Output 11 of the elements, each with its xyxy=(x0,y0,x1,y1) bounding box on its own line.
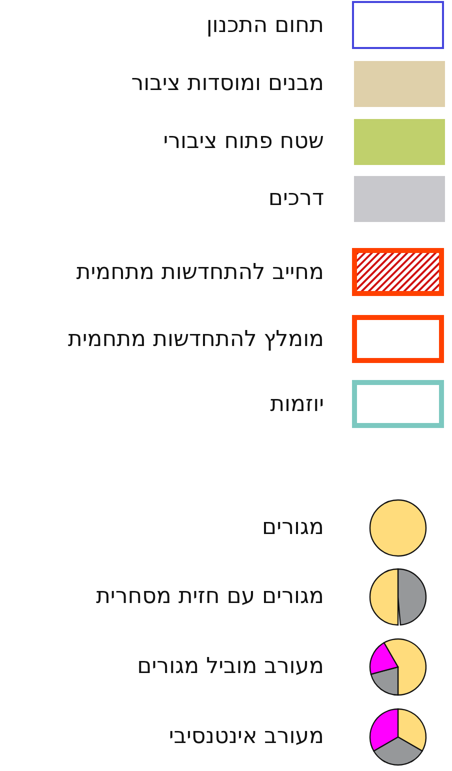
legend-label: מומלץ להתחדשות מתחמית xyxy=(68,326,324,354)
legend-label: מבנים ומוסדות ציבור xyxy=(131,70,324,98)
legend-label: תחום התכנון xyxy=(206,12,324,40)
legend-label: מעורב אינטנסיבי xyxy=(168,723,324,751)
legend-label: שטח פתוח ציבורי xyxy=(163,128,324,156)
legend-label: מגורים xyxy=(262,514,324,542)
legend-label: יוזמות xyxy=(270,391,324,419)
legend-label: מעורב מוביל מגורים xyxy=(137,653,324,681)
legend-label: מגורים עם חזית מסחרית xyxy=(96,583,324,611)
legend-label: דרכים xyxy=(268,185,324,213)
legend-label: מחייב להתחדשות מתחמית xyxy=(76,259,324,287)
